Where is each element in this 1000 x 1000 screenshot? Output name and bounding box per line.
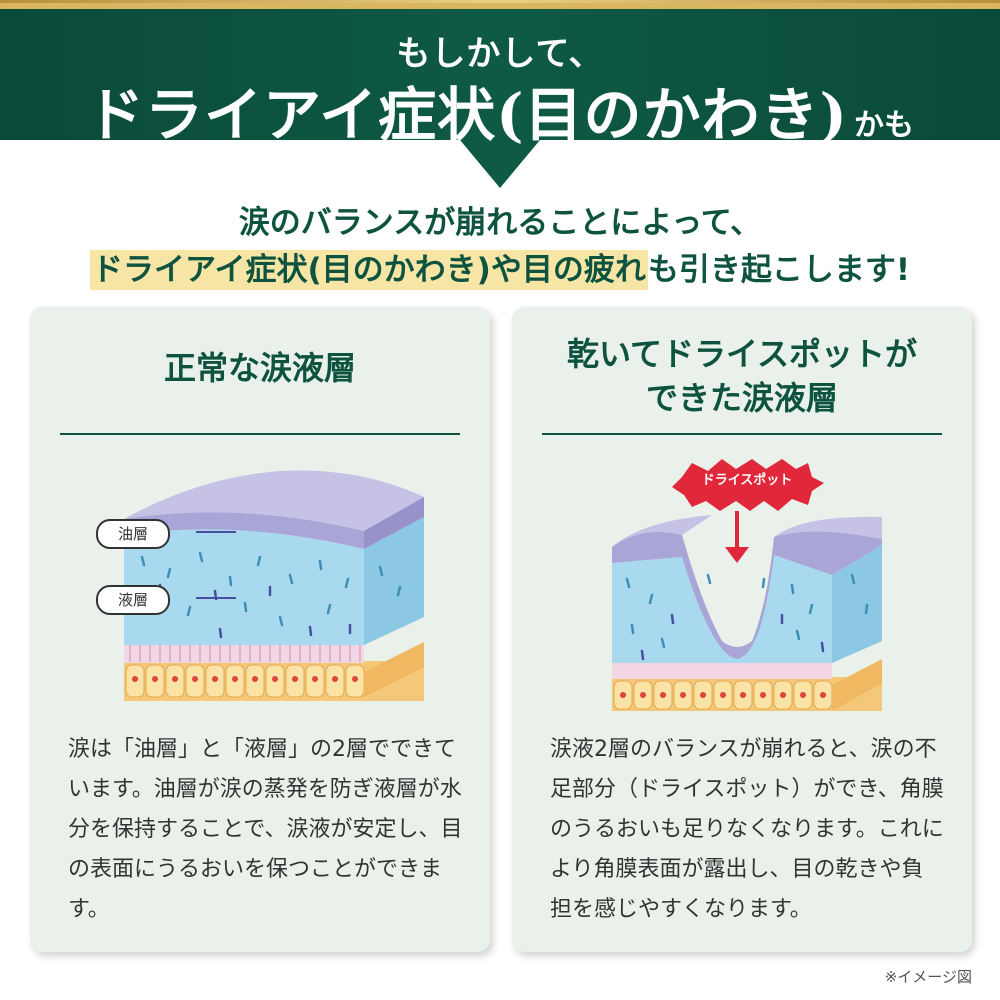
dry-spot-tear-film-panel: 乾いてドライスポットが できた涙液層	[512, 307, 972, 952]
dry-panel-description: 涙液2層のバランスが崩れると、涙の不足部分（ドライスポット）ができ、角膜のうるお…	[550, 737, 944, 922]
dry-microvilli-band	[612, 661, 832, 679]
dry-spot-illustration	[612, 459, 882, 711]
liquid-layer-side	[364, 517, 424, 645]
liquid-layer-label: 液層	[96, 585, 170, 615]
microvilli	[129, 645, 361, 662]
dry-oil-layer	[612, 531, 882, 659]
epithelium-cells	[124, 642, 424, 701]
header-intro: もしかして、	[396, 34, 604, 74]
dry-oil-top-left	[612, 515, 712, 547]
subtitle-line2: ドライアイ症状(目のかわき)や目の疲れも引き起こします!	[0, 244, 1000, 290]
oil-layer-side	[364, 497, 424, 549]
dry-spot-badge-label: ドライスポット	[701, 473, 793, 488]
dry-epithelium-side	[832, 659, 882, 711]
header-title: ドライアイ症状(目のかわき)かも	[0, 68, 1000, 152]
dry-panel-title-line2: できた涙液層	[645, 379, 838, 417]
dry-panel-divider	[542, 433, 942, 435]
subtitle-highlight: ドライアイ症状(目のかわき)や目の疲れ	[90, 250, 648, 290]
subtitle-rest: も引き起こします!	[647, 252, 910, 288]
header-banner	[0, 3, 1000, 188]
oil-layer-label: 油層	[96, 519, 170, 549]
dry-spot-badge-shape	[672, 459, 824, 511]
oil-layer-top	[124, 470, 424, 531]
normal-tear-film-illustration	[124, 470, 424, 701]
water-molecules	[140, 551, 402, 627]
normal-panel-divider	[60, 433, 460, 435]
liquid-layer	[124, 529, 364, 645]
dry-oil-top-right	[774, 516, 882, 539]
oil-layer	[124, 512, 364, 549]
dry-water-molecules	[625, 573, 869, 649]
subtitle-line1: 涙のバランスが崩れることによって、	[238, 205, 762, 241]
header-main-text: ドライアイ症状(目のかわき)	[86, 81, 848, 149]
normal-panel-description: 涙は「油層」と「液層」の2層でできています。油層が涙の蒸発を防ぎ液層が水分を保持…	[68, 737, 463, 922]
dry-spot-arrow-head	[725, 547, 749, 563]
header-suffix: かも	[854, 108, 914, 143]
dry-cell-nuclei	[620, 692, 826, 698]
dry-liquid-layer-side	[832, 545, 882, 663]
normal-panel-title: 正常な涙液層	[163, 349, 356, 387]
dry-panel-title-line1: 乾いてドライスポットが	[566, 335, 918, 373]
dry-mucin-molecules	[640, 613, 825, 661]
microvilli-band	[124, 643, 364, 663]
normal-tear-film-panel: 正常な涙液層	[30, 307, 490, 952]
dry-liquid-layer	[612, 555, 832, 663]
image-note: ※イメージ図	[884, 968, 972, 986]
